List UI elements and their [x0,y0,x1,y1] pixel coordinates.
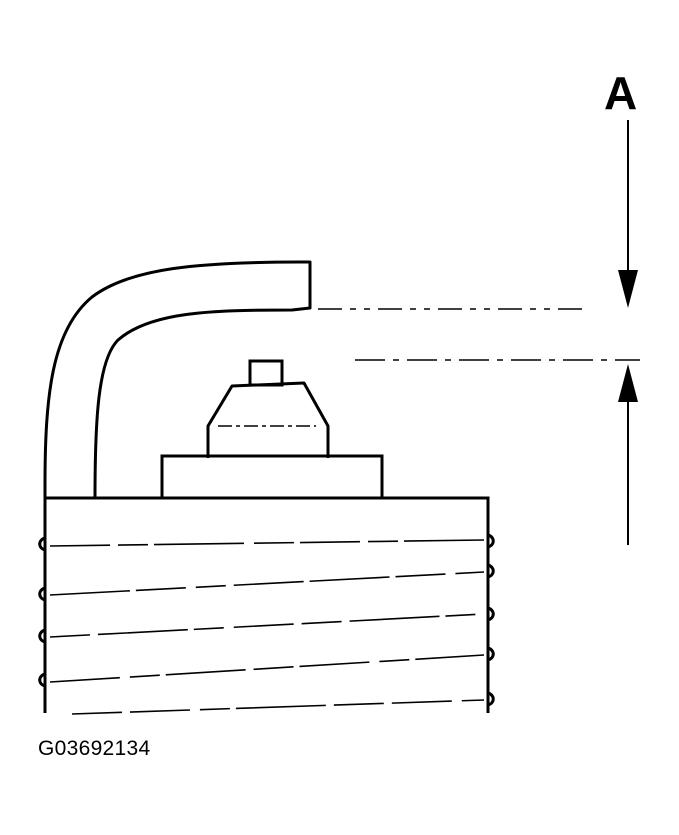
center-electrode-body [206,381,330,458]
insulator-base [160,454,384,498]
right-thread-crests [487,533,495,707]
thread-lines [49,539,485,715]
upper-dimension-arrowhead [618,270,638,308]
left-thread-crests [38,536,46,688]
center-electrode-tip [248,359,284,387]
threaded-shell-outline [43,496,490,713]
ground-electrode [43,260,312,499]
dimension-label-a: A [604,67,638,119]
lower-dimension-arrowhead [618,364,638,402]
figure-code: G03692134 [38,737,151,760]
